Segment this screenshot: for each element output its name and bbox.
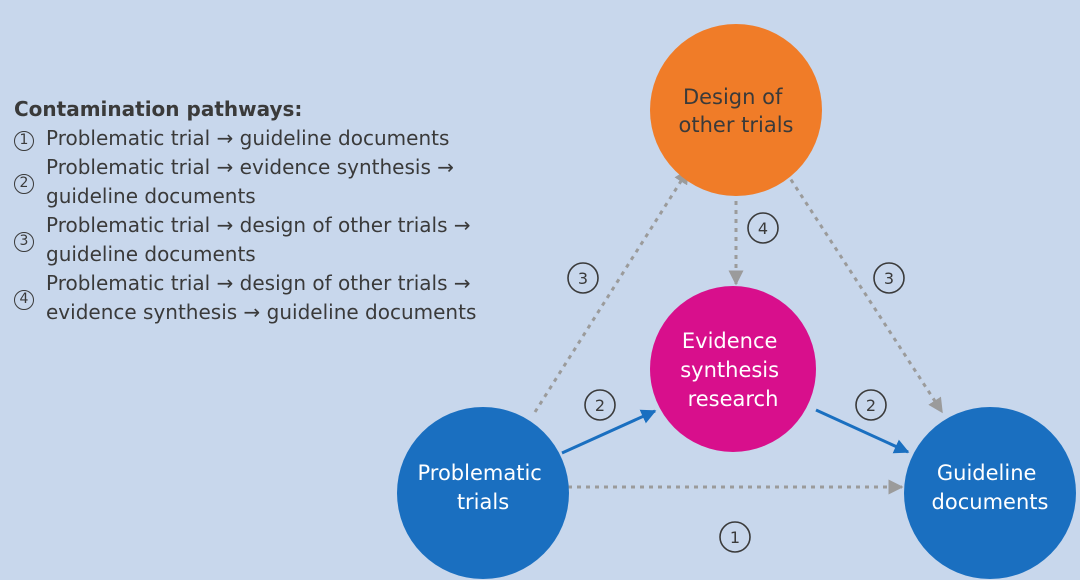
node-label: synthesis xyxy=(680,358,779,382)
node-guideline-documents: Guideline documents xyxy=(904,407,1076,579)
legend-item-3: 3 Problematic trial → design of other tr… xyxy=(14,211,476,269)
arrow-design-to-guideline xyxy=(784,171,944,414)
legend-item-text: Problematic trial → evidence synthesis →… xyxy=(46,155,454,208)
pathway-number-badge: 2 xyxy=(14,174,34,194)
node-problematic-trials: Problematic trials xyxy=(397,407,569,579)
legend-title: Contamination pathways: xyxy=(14,97,303,121)
edge-label-4: 4 xyxy=(747,212,779,244)
arrow-problematic-to-evidence xyxy=(561,409,657,455)
edge-label-2-left: 2 xyxy=(584,389,616,421)
svg-text:1: 1 xyxy=(730,528,740,547)
node-label: other trials xyxy=(679,113,794,137)
svg-text:4: 4 xyxy=(758,219,768,238)
svg-text:Problematic trials: Problematic trials xyxy=(417,461,548,514)
pathway-number-badge: 4 xyxy=(14,290,34,310)
node-label: trials xyxy=(457,490,509,514)
edge-label-3-right: 3 xyxy=(873,262,905,294)
edge-label-2-right: 2 xyxy=(855,389,887,421)
pathway-number-badge: 3 xyxy=(14,232,34,252)
node-design-of-other-trials: Design of other trials xyxy=(650,24,822,196)
legend-item-text: Problematic trial → guideline documents xyxy=(46,126,450,150)
edge-label-1: 1 xyxy=(719,521,751,553)
legend-item-4: 4 Problematic trial → design of other tr… xyxy=(14,269,476,327)
node-label: Design of xyxy=(683,85,783,109)
legend-item-1: 1 Problematic trial → guideline document… xyxy=(14,124,476,153)
node-label: Guideline xyxy=(937,461,1037,485)
legend-item-text: Problematic trial → design of other tria… xyxy=(46,271,477,324)
svg-text:Guideline documents: Guideline documents xyxy=(932,461,1049,514)
edge-label-3-left: 3 xyxy=(567,262,599,294)
node-label: documents xyxy=(932,490,1049,514)
node-label: Problematic xyxy=(417,461,541,485)
svg-text:3: 3 xyxy=(578,269,588,288)
legend-item-text: Problematic trial → design of other tria… xyxy=(46,213,471,266)
svg-text:Evidence synthesis: Evidence synthesis research xyxy=(680,329,786,411)
legend-item-2: 2 Problematic trial → evidence synthesis… xyxy=(14,153,476,211)
svg-text:2: 2 xyxy=(595,396,605,415)
arrow-problematic-to-design xyxy=(533,168,690,413)
node-label: research xyxy=(688,387,779,411)
pathway-number-badge: 1 xyxy=(14,130,34,151)
svg-text:3: 3 xyxy=(884,269,894,288)
arrow-evidence-to-guideline xyxy=(815,408,910,454)
node-label: Evidence xyxy=(682,329,778,353)
svg-text:2: 2 xyxy=(866,396,876,415)
svg-text:Design of other trials: Design of other trials xyxy=(679,85,794,137)
legend: Contamination pathways: 1 Problematic tr… xyxy=(14,96,476,327)
node-evidence-synthesis-research: Evidence synthesis research xyxy=(650,286,816,452)
